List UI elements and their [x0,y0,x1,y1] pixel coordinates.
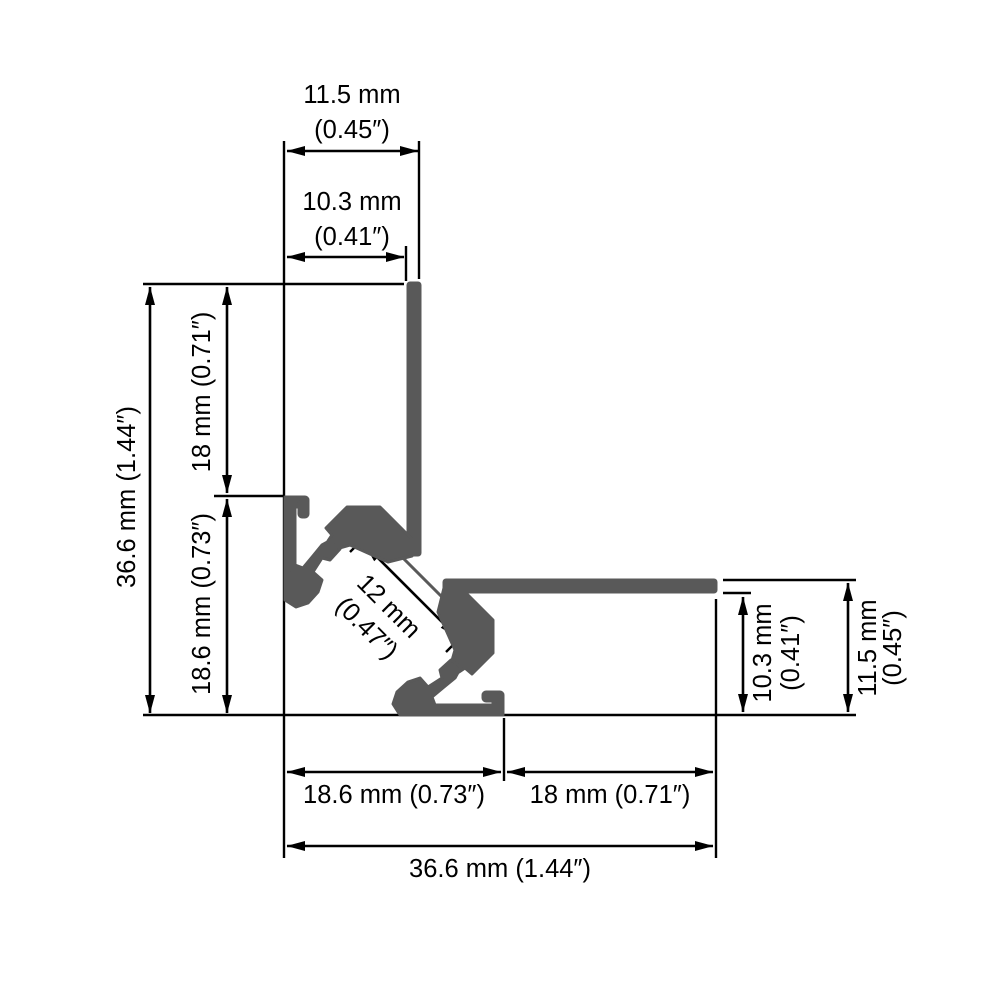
dimension-labels: 11.5 mm (0.45″) 10.3 mm (0.41″) 36.6 mm … [113,81,907,883]
dim-label-right-outer-inch: (0.45″) [879,610,907,686]
profile-screw-notch [419,561,437,579]
dim-label-top-inner-mm: 10.3 mm [302,188,401,216]
dim-label-bottom-total: 36.6 mm (1.44″) [409,855,591,883]
profile-upper-lip [324,505,414,564]
dimension-lines [145,146,853,851]
dim-label-left-total: 36.6 mm (1.44″) [113,406,141,588]
dim-label-right-outer-mm: 11.5 mm [854,599,882,696]
profile-cross-section [283,281,718,717]
dim-label-right-inner-mm: 10.3 mm [749,603,777,702]
profile-foot-base [391,658,463,717]
profile-vertical-leg [406,281,422,557]
dim-label-bottom-left: 18.6 mm (0.73″) [303,781,485,809]
dim-label-top-outer-inch: (0.45″) [314,116,390,144]
profile-foot-tip-lip [481,690,501,703]
profile-lower-lip [436,586,495,676]
dim-label-left-lower: 18.6 mm (0.73″) [188,513,216,695]
profile-horizontal-leg [442,578,718,594]
dim-label-top-inner-inch: (0.41″) [314,223,390,251]
profile-hook-base [283,537,342,609]
profile-hook-tip-lip [297,499,310,519]
dim-label-bottom-right: 18 mm (0.71″) [530,781,691,809]
dim-label-right-inner-inch: (0.41″) [777,615,805,691]
dim-label-left-upper: 18 mm (0.71″) [188,312,216,473]
dim-label-top-outer-mm: 11.5 mm [303,81,400,109]
extension-lines [143,141,856,858]
